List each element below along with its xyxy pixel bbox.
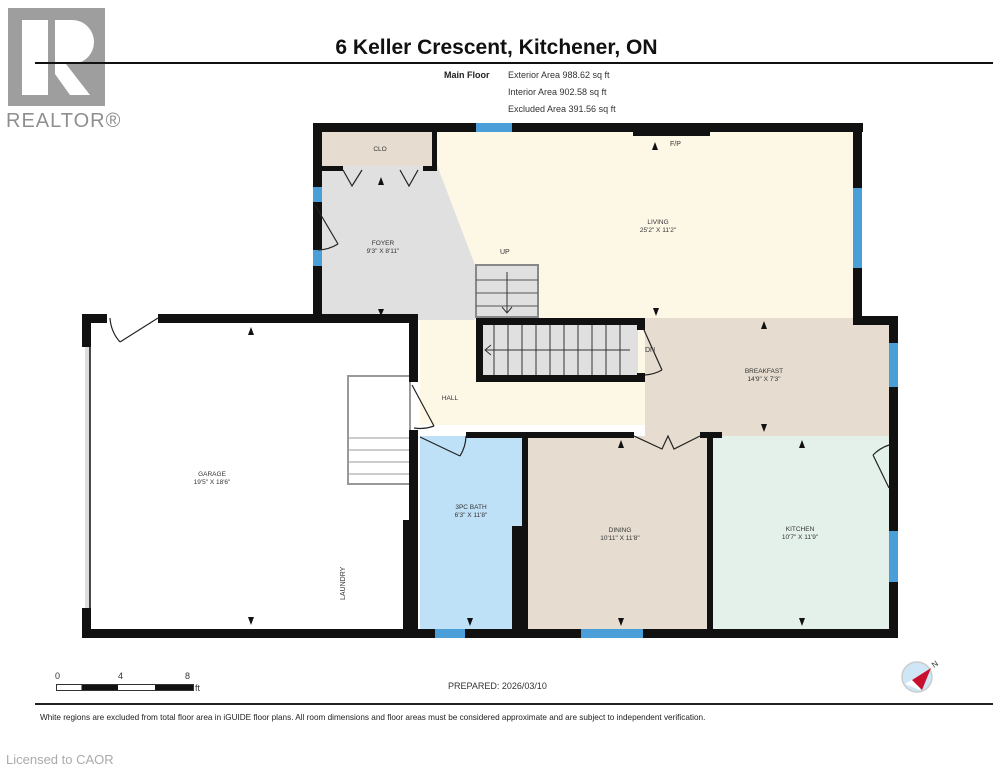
room-closet: CLO — [373, 146, 387, 153]
dining-fill — [525, 436, 708, 630]
realtor-logo — [8, 8, 105, 106]
exterior-area: Exterior Area 988.62 sq ft — [508, 70, 610, 80]
footer-divider — [35, 703, 993, 705]
realtor-r-icon — [22, 20, 94, 95]
property-address-title: 6 Keller Crescent, Kitchener, ON — [335, 36, 658, 59]
stairs-down-label: DN — [645, 347, 656, 354]
floor-name: Main Floor — [444, 70, 490, 80]
title-divider — [35, 62, 993, 64]
interior-area: Interior Area 902.58 sq ft — [508, 87, 607, 97]
fireplace-label: F/P — [670, 141, 681, 148]
license-notice: Licensed to CAOR — [6, 752, 114, 767]
scale-unit: ft — [195, 683, 201, 693]
scale-tick-8: 8 — [185, 671, 191, 681]
scale-tick-0: 0 — [55, 671, 61, 681]
scale-bar — [56, 684, 194, 691]
stairs-up-label: UP — [500, 249, 510, 256]
windows — [313, 123, 898, 638]
scale-tick-4: 4 — [118, 671, 124, 681]
disclaimer-text: White regions are excluded from total fl… — [40, 713, 706, 722]
svg-text:N: N — [930, 659, 940, 670]
kitchen-fill — [710, 436, 890, 630]
foyer-fill — [320, 130, 475, 320]
breakfast-fill — [645, 318, 890, 436]
room-hall: HALL — [441, 395, 459, 402]
prepared-date: PREPARED: 2026/03/10 — [448, 681, 547, 691]
excluded-area: Excluded Area 391.56 sq ft — [508, 104, 616, 114]
realtor-wordmark: REALTOR® — [6, 110, 122, 132]
doors — [109, 169, 890, 489]
bath-fill — [420, 436, 522, 630]
closet-fill — [320, 132, 435, 166]
